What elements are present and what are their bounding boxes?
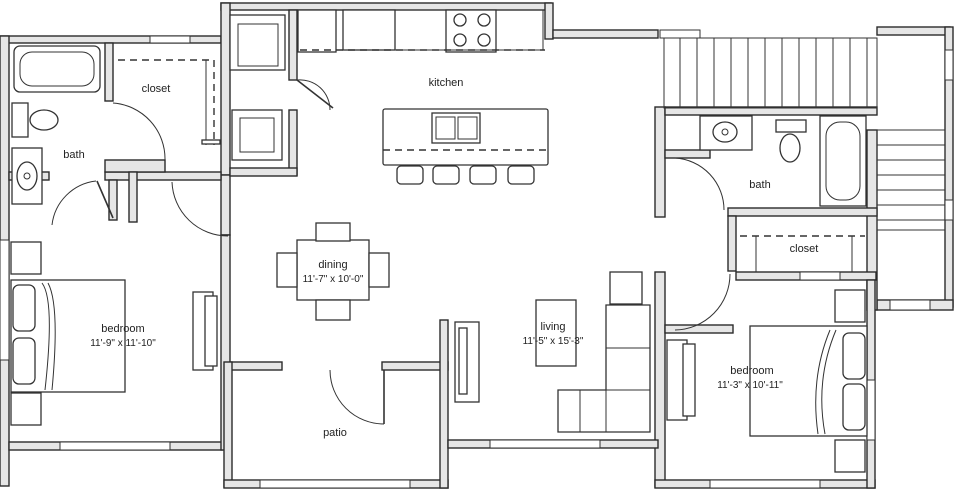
right-bath-fixtures (674, 115, 867, 211)
left-closet-fixtures (112, 59, 221, 161)
window (799, 271, 841, 281)
side-table (609, 271, 643, 305)
left-bath-fixtures (11, 45, 114, 226)
right-bedroom-fixtures (666, 289, 868, 473)
tv (204, 295, 218, 367)
sink-basin (16, 161, 38, 191)
window (259, 479, 411, 489)
patio-door (329, 369, 385, 425)
window (489, 439, 601, 449)
window (659, 29, 701, 39)
room-label-kitchen: kitchen (429, 77, 464, 89)
window (709, 479, 821, 489)
nightstand (10, 241, 42, 275)
room-labels: kitchen closet bath dining 11'-7" x 10'-… (63, 77, 818, 439)
chair (315, 222, 351, 242)
window (0, 239, 10, 361)
stool (469, 165, 497, 185)
toilet-tank (11, 102, 29, 138)
room-label-bath-right: bath (749, 179, 770, 191)
sink (431, 112, 481, 144)
nightstand (834, 439, 866, 473)
nightstand (834, 289, 866, 323)
room-dims-bedroom-left: 11'-9" x 11'-10" (90, 338, 156, 349)
chair (276, 252, 298, 288)
tv (682, 343, 696, 417)
sink-vanity (699, 115, 753, 151)
chair (315, 299, 351, 321)
stool (507, 165, 535, 185)
windows (0, 29, 954, 489)
coffee-table (535, 299, 577, 367)
stool (396, 165, 424, 185)
bathtub (13, 45, 101, 93)
room-label-closet-right: closet (790, 243, 819, 255)
kitchen-fixtures (229, 9, 549, 185)
window (944, 199, 954, 221)
stairs (663, 37, 946, 231)
toilet-bowl (29, 109, 59, 131)
bathtub (819, 115, 867, 207)
living-fixtures (454, 271, 651, 433)
window (59, 441, 171, 451)
room-label-bedroom-right: bedroom (730, 365, 773, 377)
window (889, 299, 931, 311)
nightstand (10, 392, 42, 426)
chair (368, 252, 390, 288)
room-label-patio: patio (323, 427, 347, 439)
right-closet-fixtures (674, 235, 865, 331)
door-swing (51, 180, 97, 226)
room-dims-dining: 11'-7" x 10'-0" (303, 274, 364, 285)
window (944, 49, 954, 81)
room-dims-bedroom-right: 11'-3" x 10'-11" (717, 380, 783, 391)
stool (432, 165, 460, 185)
left-bedroom-fixtures (10, 241, 218, 426)
dining-fixtures (171, 181, 390, 321)
window (149, 35, 191, 44)
toilet-bowl (779, 133, 801, 163)
window (866, 379, 876, 441)
room-label-closet-left: closet (142, 83, 171, 95)
room-label-living: living (540, 321, 565, 333)
room-label-dining: dining (318, 259, 347, 271)
room-dims-living: 11'-5" x 15'-3" (523, 336, 584, 347)
toilet-tank (775, 119, 807, 133)
room-label-bath-left: bath (63, 149, 84, 161)
door-swing (171, 181, 229, 237)
room-label-bedroom-left: bedroom (101, 323, 144, 335)
